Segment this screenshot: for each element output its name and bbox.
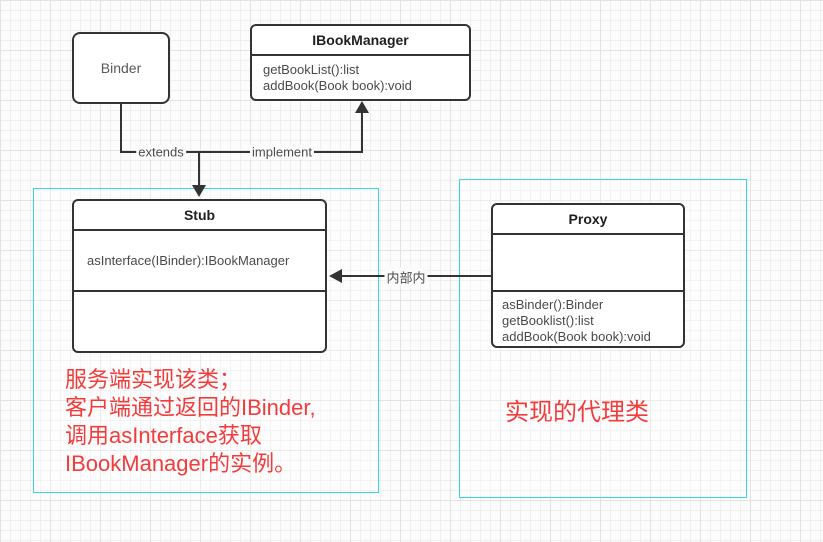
note-stub-description[interactable]: 服务端实现该类； 客户端通过返回的IBinder, 调用asInterface获… xyxy=(65,366,316,478)
class-method: asBinder():Binder xyxy=(502,297,604,312)
class-ibookmanager-methods: getBookList():list addBook(Book book):vo… xyxy=(252,56,469,94)
note-line: IBookManager的实例。 xyxy=(65,451,297,476)
class-method: asInterface(IBinder):IBookManager xyxy=(87,252,290,268)
edge-label-extends[interactable]: extends xyxy=(136,144,186,160)
class-method: getBookList():list xyxy=(263,62,360,77)
edge-label-implement[interactable]: implement xyxy=(250,144,314,160)
edge-horizontal-line[interactable] xyxy=(120,151,363,153)
class-stub-empty-section xyxy=(74,292,325,349)
arrowhead-left-icon xyxy=(329,269,342,283)
edge-to-stub-line[interactable] xyxy=(198,151,200,186)
class-binder[interactable]: Binder xyxy=(72,32,170,104)
arrowhead-down-icon xyxy=(192,185,206,197)
edge-extends-line[interactable] xyxy=(120,104,122,153)
class-proxy-title: Proxy xyxy=(493,205,683,235)
note-line: 客户端通过返回的IBinder, xyxy=(65,395,316,420)
edge-label-internal[interactable]: 内部内 xyxy=(384,267,428,287)
class-stub[interactable]: Stub asInterface(IBinder):IBookManager xyxy=(72,199,327,353)
class-stub-methods: asInterface(IBinder):IBookManager xyxy=(74,231,325,292)
class-proxy[interactable]: Proxy asBinder():Binder getBooklist():li… xyxy=(491,203,685,348)
class-binder-title: Binder xyxy=(100,60,142,76)
class-method: addBook(Book book):void xyxy=(263,78,412,93)
class-method: getBooklist():list xyxy=(502,313,594,328)
class-proxy-empty-section xyxy=(493,235,683,292)
class-stub-title: Stub xyxy=(74,201,325,231)
arrowhead-up-icon xyxy=(355,101,369,113)
edge-implement-line[interactable] xyxy=(361,112,363,153)
note-line: 服务端实现该类； xyxy=(65,367,242,392)
class-method: addBook(Book book):void xyxy=(502,329,651,344)
note-proxy-description[interactable]: 实现的代理类 xyxy=(505,399,649,426)
class-ibookmanager[interactable]: IBookManager getBookList():list addBook(… xyxy=(250,24,471,101)
note-line: 调用asInterface获取 xyxy=(65,423,262,448)
class-ibookmanager-title: IBookManager xyxy=(252,26,469,56)
class-proxy-methods: asBinder():Binder getBooklist():list add… xyxy=(493,292,683,345)
